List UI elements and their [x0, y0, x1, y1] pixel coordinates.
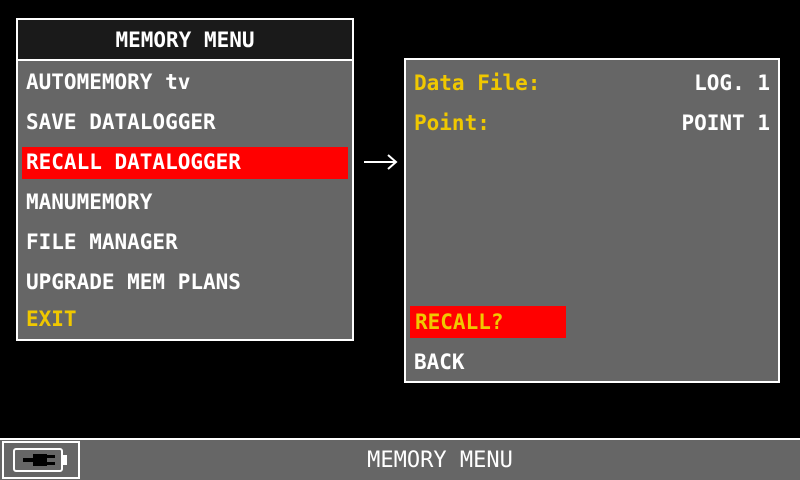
menu-item-recall-datalogger[interactable]: RECALL DATALOGGER	[18, 142, 352, 182]
menu-item-label: RECALL DATALOGGER	[26, 150, 241, 174]
menu-item-file-manager[interactable]: FILE MANAGER	[18, 222, 352, 262]
menu-item-label: UPGRADE MEM PLANS	[26, 270, 241, 294]
menu-item-upgrade-mem-plans[interactable]: UPGRADE MEM PLANS	[18, 262, 352, 302]
back-button[interactable]: BACK	[414, 350, 465, 374]
point-row: Point: POINT 1	[414, 108, 770, 138]
status-bar: MEMORY MENU	[0, 438, 800, 480]
data-file-row: Data File: LOG. 1	[414, 68, 770, 98]
menu-item-label: FILE MANAGER	[26, 230, 178, 254]
menu-item-exit[interactable]: EXIT	[18, 302, 352, 336]
data-file-value[interactable]: LOG. 1	[694, 71, 770, 95]
menu-title: MEMORY MENU	[18, 20, 352, 61]
memory-menu-panel: MEMORY MENU AUTOMEMORY tv SAVE DATALOGGE…	[16, 18, 354, 341]
menu-list: AUTOMEMORY tv SAVE DATALOGGER RECALL DAT…	[18, 61, 352, 336]
menu-item-label: SAVE DATALOGGER	[26, 110, 216, 134]
menu-item-manumemory[interactable]: MANUMEMORY	[18, 182, 352, 222]
point-label: Point:	[414, 111, 490, 135]
recall-button[interactable]: RECALL?	[410, 306, 566, 338]
menu-item-label: EXIT	[26, 307, 77, 331]
battery-plug-icon	[2, 441, 80, 479]
status-bar-title: MEMORY MENU	[367, 447, 513, 473]
menu-item-label: MANUMEMORY	[26, 190, 153, 214]
arrow-right-icon	[364, 154, 398, 170]
menu-item-save-datalogger[interactable]: SAVE DATALOGGER	[18, 102, 352, 142]
menu-item-label: AUTOMEMORY tv	[26, 70, 191, 94]
point-value[interactable]: POINT 1	[681, 111, 770, 135]
recall-detail-panel: Data File: LOG. 1 Point: POINT 1 RECALL?…	[404, 58, 780, 383]
menu-item-automemory-tv[interactable]: AUTOMEMORY tv	[18, 62, 352, 102]
data-file-label: Data File:	[414, 71, 541, 95]
